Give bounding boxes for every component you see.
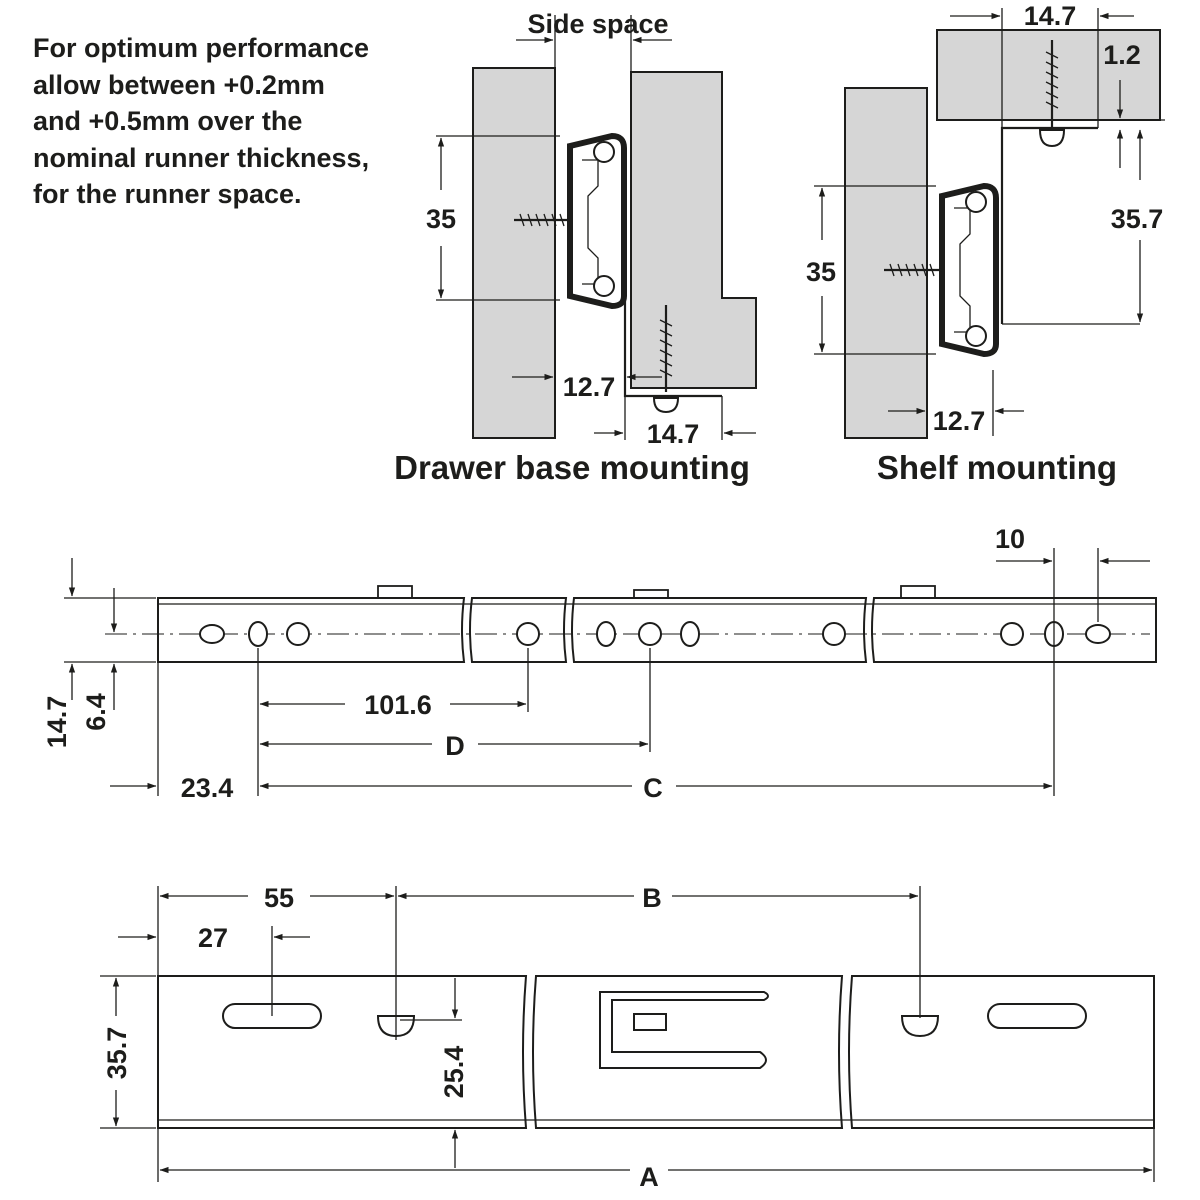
semicircle-hole [900,1015,940,1038]
drawer-offset-dim: 12.7 [563,372,616,402]
runner-profile [567,132,627,310]
shelf-panel [936,29,1161,121]
shelf-mounting-diagram: 14.7 1.2 35.7 35 12.7 Shelf mounting [806,1,1165,486]
shelf-bracket [1000,126,1098,324]
mounting-hole [286,622,310,646]
slot-spacing-dim: 55 [264,883,294,913]
start-offset-dim: 23.4 [181,773,234,803]
mounting-hole [516,622,540,646]
runner-ball-icon [965,191,987,213]
cabinet-side-panel [844,87,928,439]
runner-profile [939,182,999,358]
mounting-hole [596,621,616,647]
drawer-base-title: Drawer base mounting [394,449,750,486]
runner-segment [157,975,528,1129]
shelf-height-dim: 35 [806,257,836,287]
note-line: For optimum performance [33,33,370,63]
note-line: allow between +0.2mm [33,69,325,100]
shelf-thickness-dim: 1.2 [1103,40,1141,70]
axis-height-dim: 6.4 [81,693,111,731]
shelf-mounting-title: Shelf mounting [877,449,1117,486]
runner-front-view: 55 B 27 35.7 25.4 A [100,883,1155,1192]
performance-note: For optimum performance allow between +0… [33,30,433,213]
clip-tab [633,1013,667,1031]
mounting-hole [1000,622,1024,646]
slot-offset-dim: 27 [198,923,228,953]
runner-ball-icon [965,325,987,347]
note-line: nominal runner thickness, [33,142,370,173]
drawer-width-dim: 14.7 [647,419,700,449]
side-space-label: Side space [527,9,668,39]
front-height-dim: 35.7 [102,1027,132,1080]
runner-segment [157,597,466,663]
hole-height-dim: 25.4 [439,1046,469,1099]
shelf-offset-dim: 12.7 [933,406,986,436]
runner-ball-icon [593,275,615,297]
mounting-hole [822,622,846,646]
runner-segment [571,597,868,663]
note-line: for the runner space. [33,179,302,209]
dimension-C: C [643,773,663,803]
mounting-slot [987,1003,1087,1029]
shelf-top-width-dim: 14.7 [1024,1,1077,31]
dimension-A: A [639,1162,659,1192]
drawer-base-mounting-diagram: Side space 35 12.7 14.7 Drawer base moun… [394,9,757,486]
runner-ball-icon [593,141,615,163]
dimension-D: D [445,731,465,761]
spring-clip [599,991,769,1069]
dimension-B: B [642,883,662,913]
drawer-side-panel [630,71,757,389]
drawer-height-dim: 35 [426,204,456,234]
mounting-hole [680,621,700,647]
end-hole-dim: 10 [995,524,1025,554]
mounting-hole [199,624,225,644]
runner-side-view: 14.7 6.4 10 101.6 D 23.4 C [42,524,1157,803]
mounting-hole [1085,624,1111,644]
shelf-height-right-dim: 35.7 [1111,204,1164,234]
edge-height-dim: 14.7 [42,696,72,749]
hole-spacing-dim: 101.6 [364,690,432,720]
cabinet-side-panel [472,67,556,439]
note-line: and +0.5mm over the [33,106,303,136]
mounting-hole [638,622,662,646]
mounting-hole [248,621,268,647]
runner-segment [848,975,1155,1129]
